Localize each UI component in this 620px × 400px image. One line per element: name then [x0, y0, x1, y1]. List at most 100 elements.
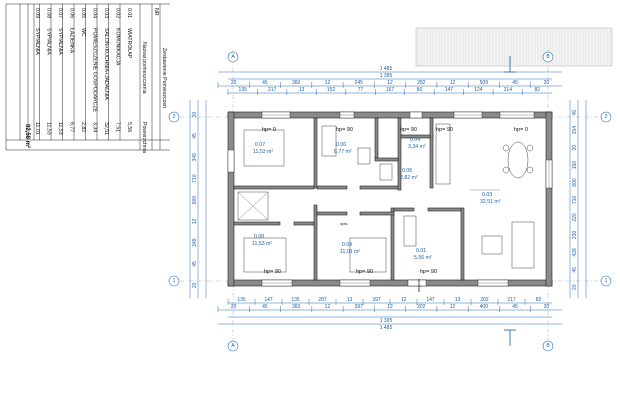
- room-0-08-area: 11,53 m²: [252, 241, 272, 247]
- washbasin: [357, 147, 371, 165]
- kitchen-counter: [435, 123, 451, 185]
- dim-right: 150: [572, 161, 578, 170]
- dim-right: 800: [572, 178, 578, 187]
- dim-bottom-row1: 202: [480, 297, 489, 303]
- dim-top-row3: 13: [299, 87, 305, 93]
- dim-bottom-row2: 45: [512, 304, 518, 310]
- dim-top-row3: 124: [474, 87, 483, 93]
- dim-left: 710: [192, 174, 198, 183]
- svg-text:1: 1: [605, 278, 608, 284]
- dim-top-row2: 12: [450, 80, 456, 86]
- dim-left: 20: [192, 282, 198, 288]
- dim-bottom-row1: 147: [264, 297, 273, 303]
- dim-bottom-row1: 82: [536, 297, 542, 303]
- row-nr: 0.04: [92, 8, 98, 18]
- dim-right: 45: [572, 267, 578, 273]
- room-schedule-table: Zestawienie Pomieszczeń NR Nazwa pomiesz…: [5, 3, 170, 153]
- dim-right: 220: [572, 213, 578, 222]
- dim-left: 800: [192, 196, 198, 205]
- dim-bottom-row2: 12: [325, 304, 331, 310]
- room-0-04-area: 3,34 m²: [408, 144, 426, 150]
- wardrobe: [237, 191, 269, 221]
- bed-upper: [243, 129, 285, 167]
- dim-top-row2: 360: [292, 80, 301, 86]
- axis-b-bottom: B: [542, 340, 554, 352]
- sofa: [511, 221, 535, 269]
- room-0-03-area: 32,51 m²: [480, 199, 501, 205]
- room-0-01-hp: hp= 90: [420, 269, 437, 275]
- row-name: KOMUNIKACJA: [115, 28, 121, 66]
- dim-left: 349: [192, 153, 198, 162]
- dim-top-row2: 20: [231, 80, 237, 86]
- row-area: 6,77: [69, 122, 75, 132]
- row-name: SYPIALNIA: [57, 28, 63, 55]
- dim-bottom-inner: 1 395: [380, 318, 393, 324]
- dim-top-row2: 12: [325, 80, 331, 86]
- row-area: 11,53: [57, 122, 63, 135]
- axis-a-top: A: [227, 51, 239, 63]
- table-header-name: Nazwa pomieszczenia: [141, 42, 147, 94]
- wc-toilet: [379, 163, 393, 181]
- dim-bottom-row2: 12: [387, 304, 393, 310]
- dim-right: 20: [572, 145, 578, 151]
- dim-top-row2: 245: [355, 80, 364, 86]
- row-nr: 0.03: [103, 8, 109, 18]
- dim-left: 12: [192, 218, 198, 224]
- dim-top-row2: 12: [387, 80, 393, 86]
- room-0-07-area: 11,53 m²: [253, 149, 273, 155]
- row-name: SYPIALNIA: [34, 28, 40, 55]
- dim-right: 45: [572, 110, 578, 116]
- room-0-03-hp: hp= 0: [514, 127, 528, 133]
- dim-left: 20: [192, 112, 198, 118]
- table-header-area: Powierzchnia: [141, 122, 147, 153]
- dim-left: 45: [192, 261, 198, 267]
- bathtub: [321, 125, 337, 157]
- bed-lower: [243, 237, 287, 273]
- axis-2-left: 2: [168, 111, 180, 123]
- room-0-03-id: 0.03: [482, 192, 492, 198]
- dim-top-row3: 214: [504, 87, 513, 93]
- dim-bottom-row1: 217: [507, 297, 516, 303]
- row-area: 5,56: [126, 122, 132, 132]
- dim-bottom-row1: 13: [347, 297, 353, 303]
- dim-top-row2: 45: [512, 80, 518, 86]
- dim-bottom-row1: 12: [401, 297, 407, 303]
- hatched-area: [415, 27, 613, 67]
- dim-bottom-row1: 135: [291, 297, 300, 303]
- dim-right: 428: [572, 248, 578, 257]
- row-area: 11,01: [34, 122, 40, 135]
- dim-top-row3: 80: [417, 87, 423, 93]
- dim-right: 710: [572, 196, 578, 205]
- svg-text:A: A: [231, 343, 235, 349]
- label-opis: opis: [340, 221, 347, 226]
- room-hp90-a: hp= 90: [436, 127, 453, 133]
- row-nr: 0.08: [46, 8, 52, 18]
- svg-text:2: 2: [605, 114, 608, 120]
- row-area: 32,51: [103, 122, 109, 135]
- room-0-08-id: 0.08: [254, 234, 264, 240]
- dim-bottom-row2: 397: [355, 304, 364, 310]
- dim-right: 154: [572, 126, 578, 135]
- row-nr: 0.01: [126, 8, 132, 18]
- dim-bottom-row2: 20: [544, 304, 550, 310]
- table-rows: 0.01WIATROŁAP5,560.02KOMUNIKACJA7,510.03…: [27, 4, 132, 140]
- row-nr: 0.05: [80, 8, 86, 18]
- dim-bottom-row2: 202: [417, 304, 426, 310]
- table-header-nr: NR: [153, 8, 159, 16]
- dim-bottom-outer: 1 485: [380, 325, 393, 331]
- dim-top-row2: 20: [544, 80, 550, 86]
- room-0-05-id: 0.05: [402, 168, 412, 174]
- label-wejscie: wejście: [416, 278, 421, 292]
- dim-left: 45: [192, 133, 198, 139]
- dim-top-row3: 77: [358, 87, 364, 93]
- bed-middle: [349, 237, 387, 273]
- row-name: SYPIALNIA: [46, 28, 52, 55]
- room-0-07-id: 0.07: [255, 142, 265, 148]
- room-0-06-area: 6,77 m²: [334, 149, 352, 155]
